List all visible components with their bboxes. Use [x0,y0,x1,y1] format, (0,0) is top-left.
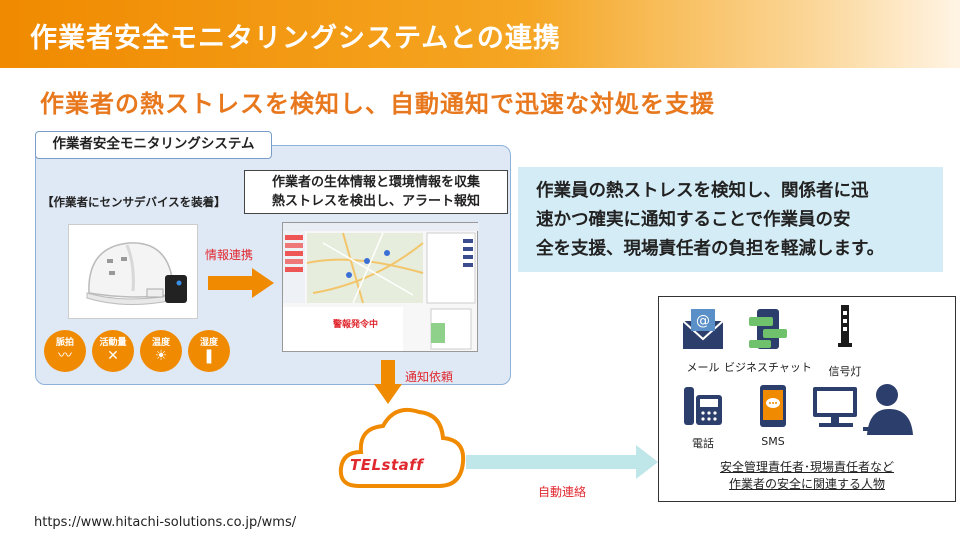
caption-line-2: 作業者の安全に関連する人物 [728,477,885,491]
telstaff-logo: TELstaff [350,456,424,474]
humidity-icon: 湿度 ❚ [188,330,230,372]
arrow-down-icon [374,360,402,404]
activity-icon: 活動量 ✕ [92,330,134,372]
helmet-image [68,224,198,319]
caption-line-1: 安全管理責任者･現場責任者など [719,460,894,474]
collect-line-1: 作業者の生体情報と環境情報を収集 [271,175,480,190]
notify-item-phone: 電話 [673,383,733,451]
signal-light-icon [838,305,852,347]
collect-line-2: 熱ストレスを検出し、アラート報知 [271,194,480,209]
pulse-icon: 脈拍 〰 [44,330,86,372]
system-label: 作業者安全モニタリングシステム [35,131,272,159]
collect-box: 作業者の生体情報と環境情報を収集 熱ストレスを検出し、アラート報知 [244,170,508,214]
helmet-icon [86,242,187,305]
sms-icon [760,385,786,427]
title-bar: 作業者安全モニタリングシステムとの連携 [0,0,960,68]
notify-item-mail: @ メール [673,307,733,375]
callout-line-3: 全を支援、現場責任者の負担を軽減します。 [536,239,885,259]
mail-icon: @ [682,309,724,349]
notify-caption: 安全管理責任者･現場責任者など 作業者の安全に関連する人物 [659,459,955,493]
notify-item-chat: ビジネスチャット [723,307,813,375]
dashboard-screenshot: 警報発令中 [282,222,479,352]
slide-title: 作業者安全モニタリングシステムとの連携 [30,23,561,54]
callout-line-1: 作業員の熱ストレスを検知し、関係者に迅 [536,181,869,201]
thermometer-icon: 温度 ☀ [140,330,182,372]
phone-icon [684,387,722,425]
arrow-teal-icon [466,445,658,479]
sensor-icons: 脈拍 〰 活動量 ✕ 温度 ☀ 湿度 ❚ [44,330,234,374]
chat-icon [749,309,787,349]
notify-item-sms: SMS [743,383,803,448]
notification-panel: @ メール ビジネスチャット 信号灯 電話 [658,296,956,502]
info-link-label: 情報連携 [205,248,254,262]
alert-text: 警報発令中 [333,320,379,330]
notify-item-signal: 信号灯 [815,303,875,379]
notify-request-label: 通知依頼 [405,370,454,384]
person-pc-icon [813,384,913,435]
cloud-icon [338,407,466,488]
auto-contact-label: 自動連絡 [538,485,587,499]
slide-subtitle: 作業者の熱ストレスを検知し、自動通知で迅速な対処を支援 [40,90,715,118]
svg-text:@: @ [696,313,710,329]
callout-line-2: 速かつ確実に通知することで作業員の安 [536,210,851,230]
person-at-desk [809,381,927,441]
device-label: 【作業者にセンサデバイスを装着】 [42,195,226,209]
dashboard-map-icon [283,223,479,351]
summary-callout: 作業員の熱ストレスを検知し、関係者に迅 速かつ確実に通知することで作業員の安 全… [518,167,943,272]
footer-url[interactable]: https://www.hitachi-solutions.co.jp/wms/ [34,515,297,530]
arrow-right-icon [208,268,274,298]
